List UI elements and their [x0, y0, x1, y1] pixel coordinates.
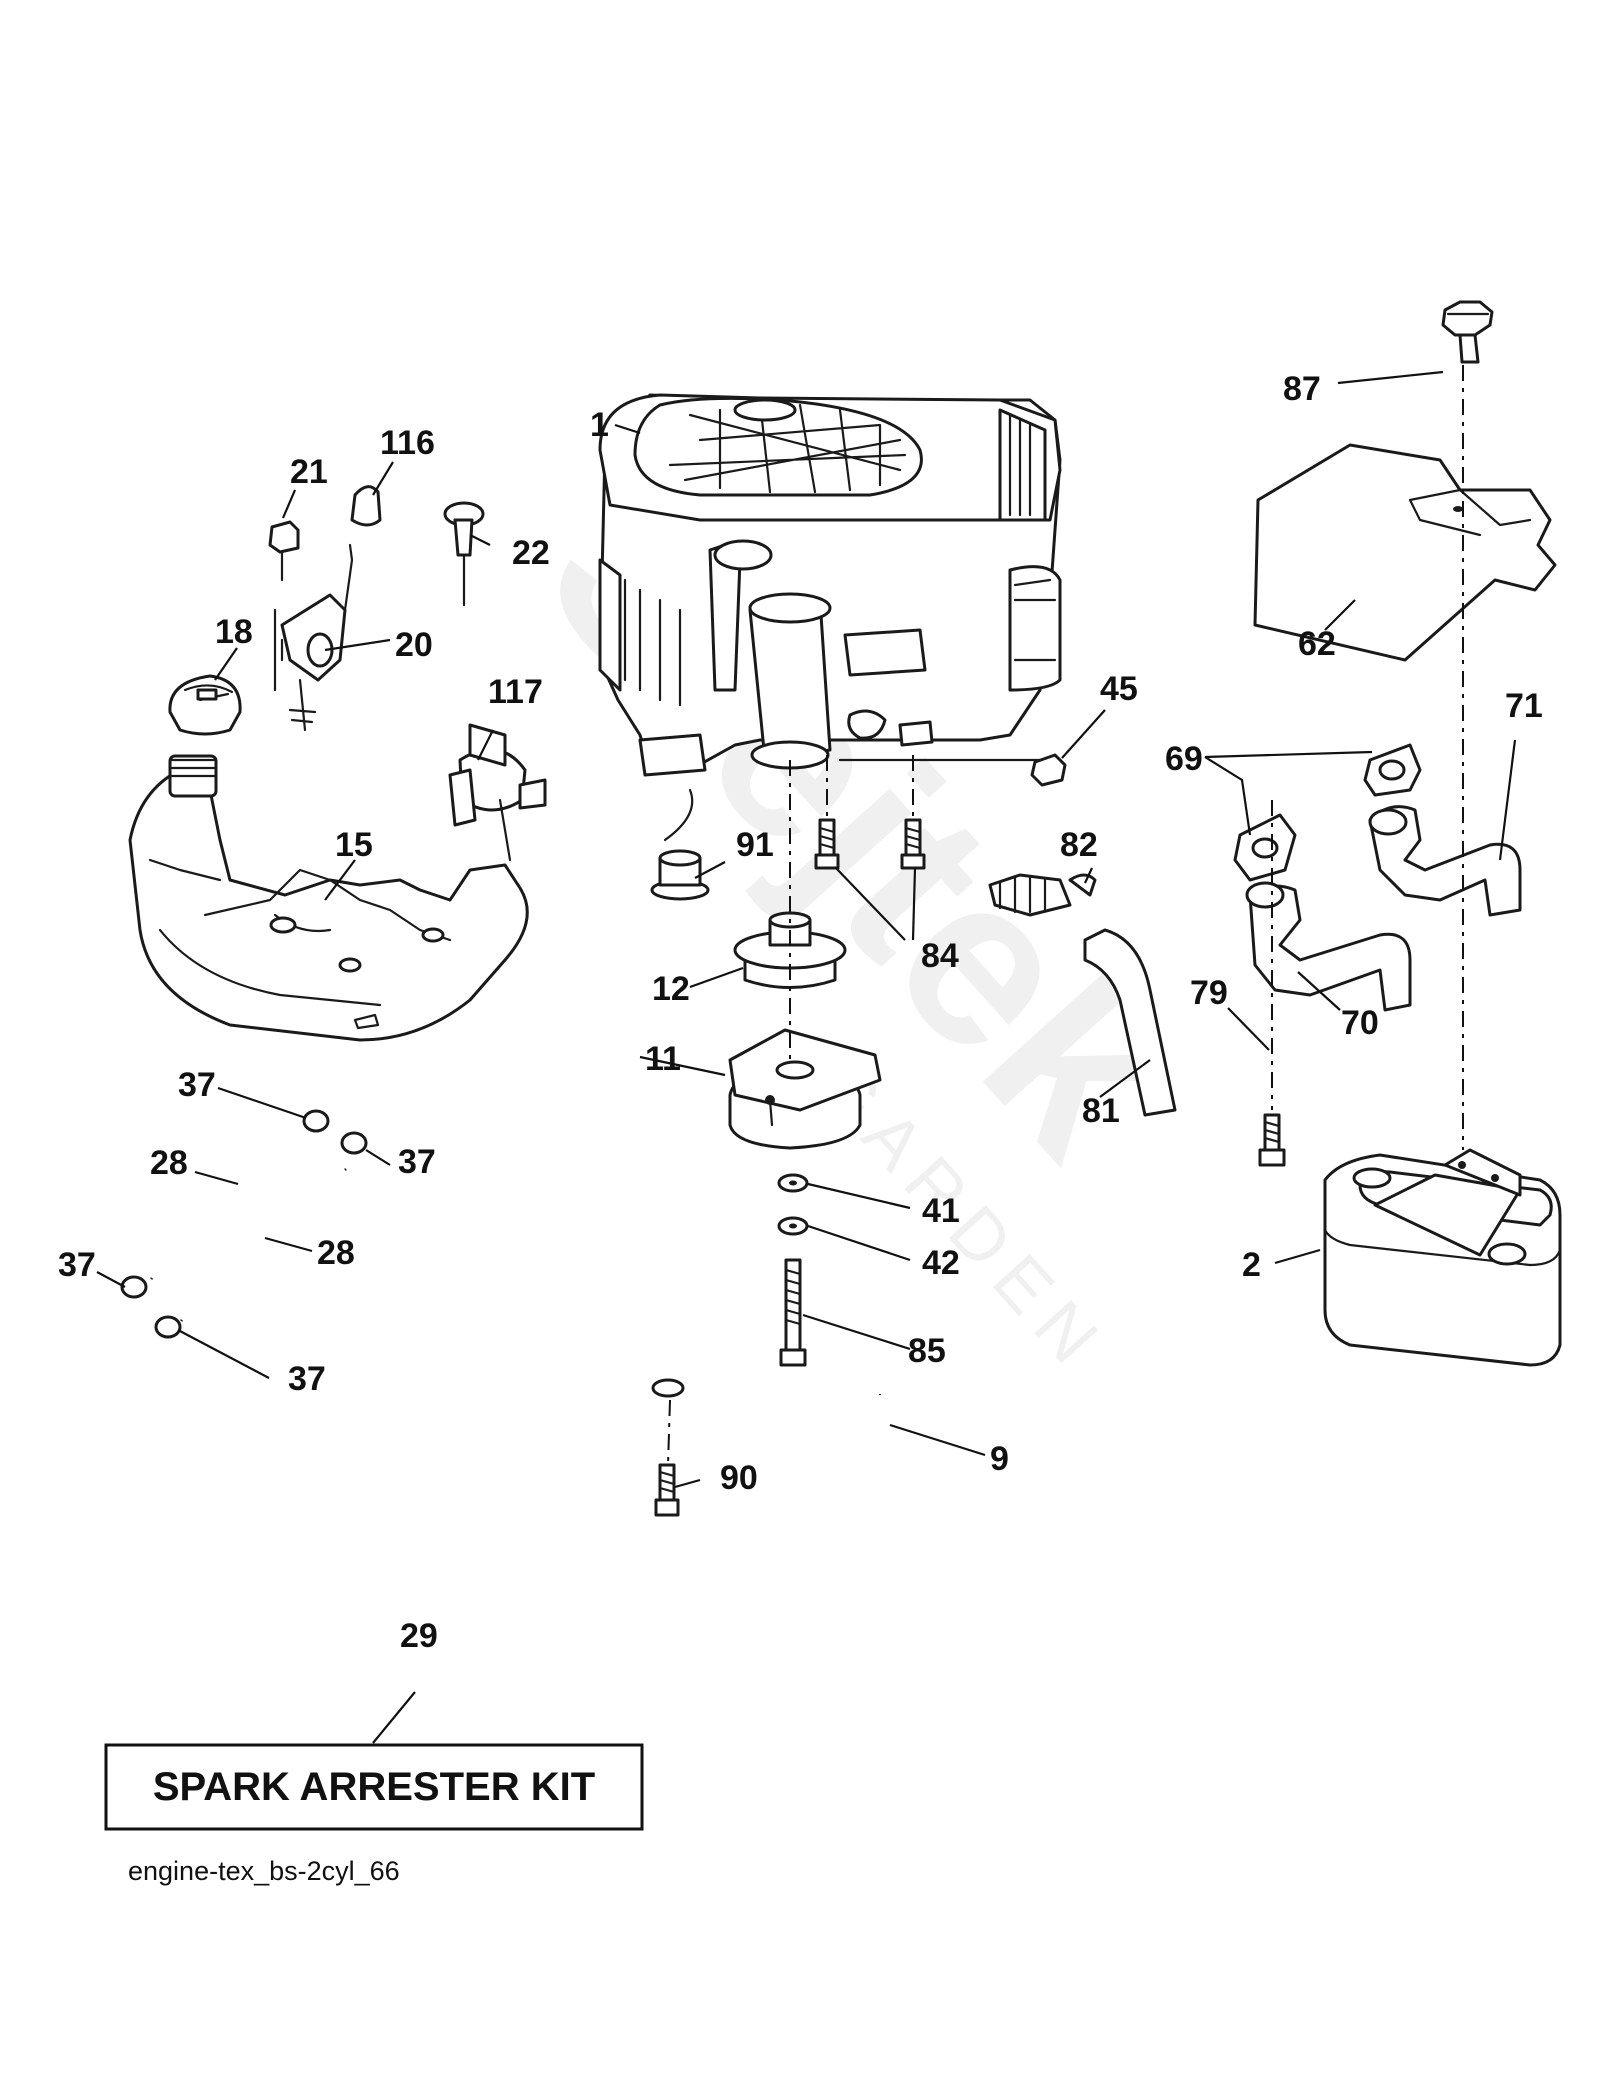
- callout-45: 45: [1100, 670, 1138, 708]
- callout-79: 79: [1190, 974, 1228, 1012]
- callout-81: 81: [1082, 1092, 1120, 1130]
- valve-part-117: [448, 723, 547, 862]
- exhaust-pipe-part-71: [1368, 805, 1522, 917]
- callout-37d: 37: [288, 1360, 326, 1398]
- muffler-part-2: [1323, 1148, 1562, 1367]
- callout-37a: 37: [178, 1066, 216, 1104]
- heat-shield-part-62: [1253, 443, 1557, 662]
- drawing-code: engine-tex_bs-2cyl_66: [128, 1856, 400, 1886]
- callout-12: 12: [652, 970, 690, 1008]
- callout-37c: 37: [58, 1246, 96, 1284]
- callout-37b: 37: [398, 1143, 436, 1181]
- engine-part-1: [598, 393, 1062, 842]
- leader-lines: [96, 370, 1517, 1744]
- nut-part-45: [1030, 753, 1067, 787]
- bolts-part-84: [814, 818, 926, 870]
- spark-arrester-kit-box: SPARK ARRESTER KIT: [104, 1743, 644, 1831]
- callout-117: 117: [488, 673, 543, 711]
- callout-29: 29: [400, 1617, 438, 1655]
- callout-62: 62: [1298, 625, 1336, 663]
- screw-part-90: [654, 1463, 680, 1517]
- callout-11: 11: [645, 1040, 681, 1078]
- knob-part-87: [1441, 300, 1494, 364]
- cap-part-18: [168, 674, 242, 736]
- callout-22: 22: [512, 534, 550, 572]
- callouts: 1 2 9 11 12 15 18 20 21 22 28 28 29 37 3…: [58, 370, 1543, 1655]
- bolt-part-79: [1258, 1113, 1286, 1167]
- callout-42: 42: [922, 1244, 960, 1282]
- filter-part-82: [988, 873, 1097, 917]
- bolt-part-21: [268, 520, 300, 582]
- callout-28b: 28: [317, 1234, 355, 1272]
- callout-20: 20: [395, 626, 433, 664]
- callout-70: 70: [1341, 1004, 1379, 1042]
- callout-18: 18: [215, 613, 253, 651]
- callout-90: 90: [720, 1459, 758, 1497]
- callout-9: 9: [990, 1440, 1009, 1478]
- callout-85: 85: [908, 1332, 946, 1370]
- assembly-lines: [667, 365, 1464, 1466]
- callout-15: 15: [335, 826, 373, 864]
- rod-part-9: [651, 1378, 958, 1543]
- clutch-part-11: [728, 1028, 882, 1150]
- spark-arrester-kit-label: SPARK ARRESTER KIT: [153, 1765, 595, 1809]
- washer-part-42: [777, 1216, 809, 1236]
- callout-91: 91: [736, 826, 774, 864]
- spacer-part-91: [650, 849, 710, 901]
- callout-41: 41: [922, 1192, 960, 1230]
- callout-116: 116: [380, 424, 435, 462]
- choke-part-22: [443, 501, 485, 607]
- knob-part-116: [350, 485, 382, 527]
- hose-part-28: [148, 1116, 348, 1323]
- callout-2: 2: [1242, 1246, 1261, 1284]
- throttle-control-part-20: [273, 543, 354, 732]
- callout-69: 69: [1165, 740, 1203, 778]
- callout-71: 71: [1505, 687, 1543, 725]
- callout-87: 87: [1283, 370, 1321, 408]
- hose-part-81: [1083, 928, 1177, 1117]
- washer-part-41: [777, 1173, 809, 1193]
- callout-82: 82: [1060, 826, 1098, 864]
- callout-1: 1: [590, 406, 609, 444]
- clamp-part-37: [120, 1109, 368, 1339]
- bolt-part-85: [779, 1258, 807, 1367]
- callout-84: 84: [921, 937, 959, 975]
- callout-21: 21: [290, 453, 328, 491]
- callout-28a: 28: [150, 1144, 188, 1182]
- exhaust-pipe-part-70: [1245, 881, 1412, 1012]
- fuel-tank-part-15: [128, 754, 529, 1042]
